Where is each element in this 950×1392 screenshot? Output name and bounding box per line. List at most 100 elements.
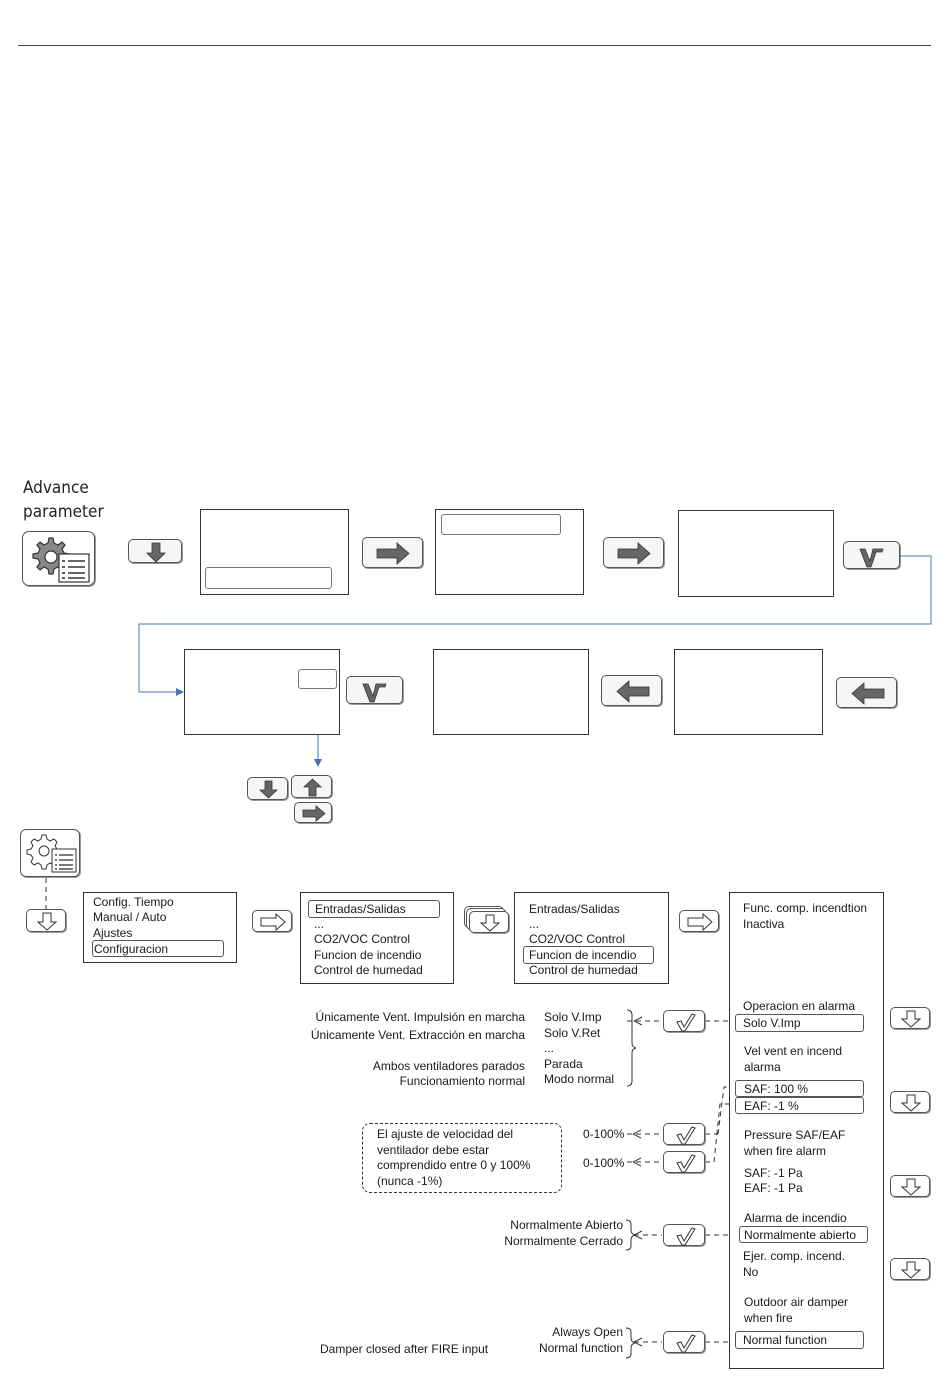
screen-4 [184, 649, 340, 735]
confirm-saf-button[interactable] [663, 1123, 705, 1145]
screen-2 [435, 509, 584, 595]
confirm-button-2[interactable] [346, 676, 403, 704]
confirm-button-1[interactable] [843, 541, 900, 569]
menu-3-item-0[interactable]: Entradas/Salidas [529, 902, 620, 916]
damper-option-1: Normal function [538, 1341, 623, 1355]
damper-value: Normal function [743, 1333, 828, 1347]
speed-note-box: El ajuste de velocidad del ventilador de… [362, 1123, 562, 1193]
menu-2-item-1[interactable]: CO2/VOC Control [314, 932, 411, 946]
confirm-eaf-button[interactable] [663, 1151, 705, 1173]
damper-note: Damper closed after FIRE input [320, 1342, 489, 1356]
op-alarm-value: Solo V.Imp [743, 1016, 801, 1030]
damper-option-0: Always Open [552, 1325, 623, 1339]
right-button-2[interactable] [603, 537, 664, 568]
speed-note-line-3: (nunca -1%) [377, 1174, 443, 1188]
menu-3-item-3[interactable]: Control de humedad [529, 963, 638, 977]
right-button-1[interactable] [362, 537, 423, 568]
check-icon [859, 548, 884, 568]
arrow-down-icon [900, 1010, 922, 1028]
speed-note-line-0: El ajuste de velocidad del [377, 1127, 514, 1141]
fire-header-2: Inactiva [743, 917, 785, 931]
stacked-down-button[interactable] [469, 911, 509, 933]
section-title-line1: Advance [23, 478, 89, 498]
gear-list-icon [32, 537, 90, 583]
confirm-alarm-button[interactable] [663, 1224, 705, 1246]
eaf-field[interactable]: EAF: -1 % [735, 1097, 864, 1114]
eaf-value: EAF: -1 % [744, 1099, 799, 1113]
menu-2-item-0[interactable]: ... [314, 917, 325, 931]
down-button[interactable] [128, 539, 182, 563]
adjust-down-button[interactable] [247, 777, 288, 800]
arrow-down-icon [258, 780, 279, 799]
pressure-label-1: Pressure SAF/EAF [744, 1128, 846, 1142]
arrow-down-icon [900, 1261, 922, 1279]
check-icon [676, 1227, 696, 1246]
pressure-eaf: EAF: -1 Pa [744, 1181, 803, 1195]
arrow-down-icon [146, 542, 166, 563]
op-alarm-label: Operacion en alarma [743, 999, 856, 1013]
op-value-3: Parada [544, 1057, 583, 1071]
settings-button[interactable] [20, 829, 80, 877]
page-top-rule [18, 45, 931, 46]
menu-3: Entradas/Salidas ... CO2/VOC Control Fun… [514, 892, 669, 984]
alarm-option-0: Normalmente Abierto [510, 1218, 623, 1232]
screen-1-selection [205, 567, 332, 589]
menu-3-selection[interactable]: Funcion de incendio [523, 946, 654, 964]
arrow-right-icon [302, 805, 326, 822]
speed-note-line-1: ventilador debe estar [377, 1143, 490, 1157]
outline-right-button-1[interactable] [252, 910, 292, 932]
menu-2-item-2[interactable]: Funcion de incendio [314, 948, 422, 962]
menu-1-selection[interactable]: Configuracion [92, 940, 224, 957]
check-icon [676, 1126, 696, 1145]
op-value-0: Solo V.Imp [544, 1010, 602, 1024]
screen-3 [678, 510, 834, 597]
op-alarm-field[interactable]: Solo V.Imp [735, 1014, 864, 1032]
confirm-op-alarm-button[interactable] [663, 1010, 705, 1032]
outline-right-button-2[interactable] [679, 910, 719, 932]
arrow-right-icon [260, 912, 286, 932]
vel-label-2: alarma [744, 1060, 781, 1074]
menu-2-item-3[interactable]: Control de humedad [314, 963, 423, 977]
menu-2-selection[interactable]: Entradas/Salidas [308, 900, 440, 918]
op-desc-2: Ambos ventiladores parados [372, 1059, 525, 1073]
outline-down-button-4[interactable] [890, 1175, 930, 1197]
alarm-field[interactable]: Normalmente abierto [739, 1226, 868, 1243]
check-icon [362, 683, 387, 703]
op-desc-0: Únicamente Vent. Impulsión en marcha [315, 1010, 525, 1024]
adjust-up-button[interactable] [291, 775, 332, 798]
outline-down-button-2[interactable] [890, 1007, 930, 1029]
outline-down-button-1[interactable] [26, 909, 66, 932]
fire-header-1: Func. comp. incendtion [743, 901, 868, 915]
menu-3-item-2[interactable]: CO2/VOC Control [529, 932, 626, 946]
left-button-1[interactable] [601, 675, 662, 706]
damper-field[interactable]: Normal function [735, 1331, 864, 1349]
menu-1-selected: Configuracion [94, 942, 169, 956]
menu-1-item-1[interactable]: Manual / Auto [93, 910, 167, 924]
menu-3-item-1[interactable]: ... [529, 917, 540, 931]
advance-parameter-button[interactable] [22, 531, 95, 586]
arrow-down-icon [479, 914, 501, 932]
screen-6 [674, 649, 823, 735]
check-icon [676, 1334, 696, 1353]
saf-field[interactable]: SAF: 100 % [735, 1080, 864, 1097]
menu-1-item-0[interactable]: Config. Tiempo [93, 895, 174, 909]
op-value-4: Modo normal [544, 1072, 615, 1086]
menu-2-selected: Entradas/Salidas [315, 902, 406, 916]
screen-1 [200, 509, 349, 595]
outline-down-button-5[interactable] [890, 1258, 930, 1280]
screen-4-selection [298, 669, 337, 689]
left-button-2[interactable] [836, 677, 897, 708]
alarm-label: Alarma de incendio [744, 1211, 847, 1225]
adjust-right-button[interactable] [294, 802, 332, 823]
arrow-up-icon [302, 778, 323, 797]
arrow-right-icon [617, 542, 651, 565]
section-title-line2: parameter [23, 502, 104, 522]
damper-label-2: when fire [744, 1311, 793, 1325]
alarm-option-1: Normalmente Cerrado [504, 1234, 623, 1248]
pressure-label-2: when fire alarm [744, 1144, 827, 1158]
speed-range-2: 0-100% [583, 1156, 625, 1170]
menu-1-item-2[interactable]: Ajustes [93, 926, 133, 940]
confirm-damper-button[interactable] [663, 1331, 705, 1353]
outline-down-button-3[interactable] [890, 1091, 930, 1113]
menu-3-selected: Funcion de incendio [529, 948, 637, 962]
